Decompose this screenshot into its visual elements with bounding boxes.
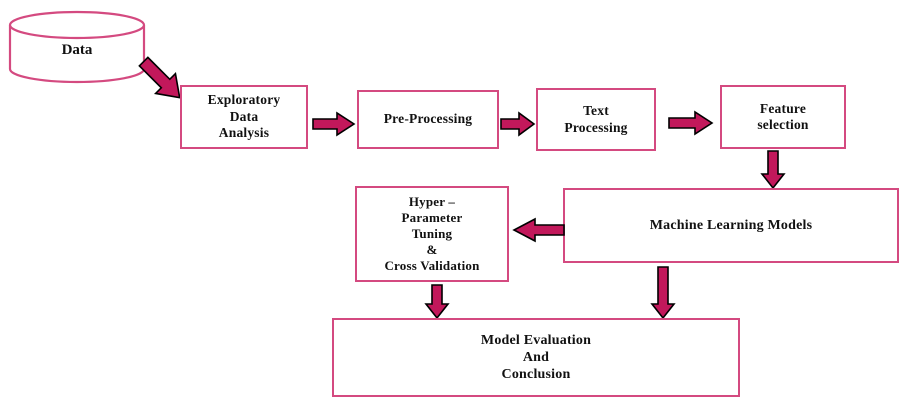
node-data[interactable]: Data (8, 10, 146, 84)
node-exploratory-data-analysis[interactable]: Exploratory Data Analysis (180, 85, 308, 149)
node-textprocessing-label: Text Processing (564, 103, 628, 135)
arrow-preprocessing-to-textprocessing (500, 111, 536, 142)
arrow-hyperparameter-to-modelevaluation (424, 284, 450, 325)
node-text-processing[interactable]: Text Processing (536, 88, 656, 151)
node-data-label: Data (61, 41, 93, 58)
node-machine-learning-models[interactable]: Machine Learning Models (563, 188, 899, 263)
node-featureselection-label: Feature selection (757, 100, 809, 132)
arrow-textprocessing-to-featureselection (668, 110, 714, 141)
node-pre-processing[interactable]: Pre-Processing (357, 90, 499, 149)
node-modeleval-label: Model Evaluation And Conclusion (480, 332, 592, 383)
node-eda-label: Exploratory Data Analysis (207, 92, 281, 141)
node-hyperparameter-tuning[interactable]: Hyper – Parameter Tuning & Cross Validat… (355, 186, 509, 282)
node-feature-selection[interactable]: Feature selection (720, 85, 846, 149)
arrow-featureselection-to-mlmodels (760, 150, 786, 195)
node-mlmodels-label: Machine Learning Models (649, 217, 813, 233)
arrow-mlmodels-to-modelevaluation (650, 266, 676, 325)
arrow-data-to-eda (134, 56, 190, 109)
arrow-mlmodels-to-hyperparameter (512, 216, 566, 249)
cylinder-shape (8, 10, 146, 84)
node-model-evaluation[interactable]: Model Evaluation And Conclusion (332, 318, 740, 397)
arrow-eda-to-preprocessing (312, 111, 356, 142)
node-hyperparam-label: Hyper – Parameter Tuning & Cross Validat… (384, 194, 480, 273)
node-preprocessing-label: Pre-Processing (383, 111, 473, 127)
